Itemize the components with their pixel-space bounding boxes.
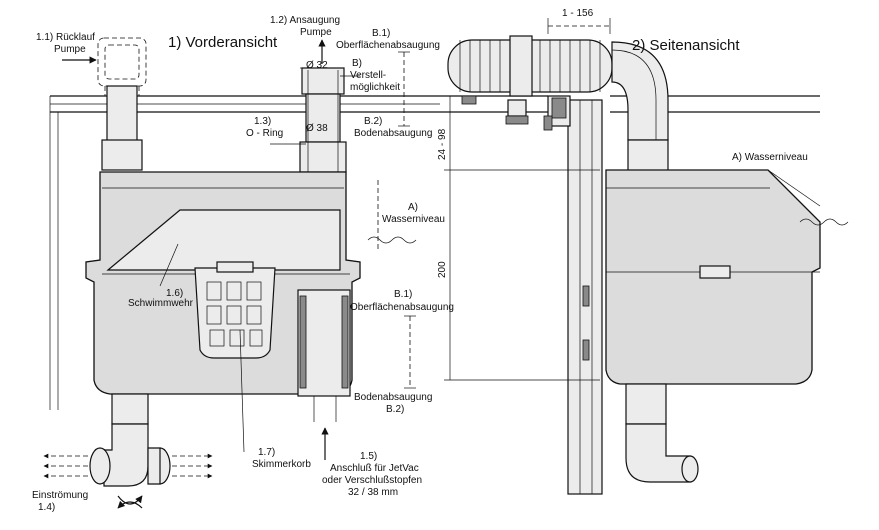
label-d32: Ø 32 xyxy=(306,60,328,71)
label-1-6-a: 1.6) xyxy=(166,288,183,299)
label-1-5-b: Anschluß für JetVac xyxy=(330,463,419,474)
inlet-elbow xyxy=(89,393,171,487)
water-level-side xyxy=(767,169,849,226)
dim-1-156: 1 - 156 xyxy=(562,8,594,19)
label-b2-a: B.2) xyxy=(364,116,382,127)
label-a-b: Wasserniveau xyxy=(382,214,445,225)
label-b-b: Verstell- xyxy=(350,70,386,81)
label-b1-c: B.1) xyxy=(394,289,412,300)
label-1-6-b: Schwimmwehr xyxy=(128,298,194,309)
label-1-3-a: 1.3) xyxy=(254,116,271,127)
label-1-2-a: 1.2) Ansaugung xyxy=(270,15,340,26)
label-1-3-b: O - Ring xyxy=(246,128,283,139)
labels: 1) Vorderansicht 2) Seitenansicht 1.1) R… xyxy=(32,8,808,513)
label-b-a: B) xyxy=(352,58,362,69)
label-b1-b: Oberflächenabsaugung xyxy=(336,40,440,51)
mount-bracket xyxy=(461,95,571,131)
label-b2-b: Bodenabsaugung xyxy=(354,128,432,139)
label-b2-c: Bodenabsaugung xyxy=(354,392,432,403)
leaders xyxy=(159,67,360,453)
dim-adjust xyxy=(398,51,416,389)
coiled-hose xyxy=(447,35,613,97)
label-a-a: A) xyxy=(408,202,418,213)
dim-200: 200 xyxy=(437,261,448,278)
side-view xyxy=(440,18,849,495)
view-side-title: 2) Seitenansicht xyxy=(632,37,740,54)
water-level-front xyxy=(367,180,417,250)
label-1-7-a: 1.7) xyxy=(258,447,275,458)
label-a-side: A) Wasserniveau xyxy=(732,152,808,163)
label-1-2-b: Pumpe xyxy=(300,27,332,38)
label-b1-a: B.1) xyxy=(372,28,390,39)
side-dims xyxy=(444,18,611,381)
label-b2-d: B.2) xyxy=(386,404,404,415)
label-1-5-d: 32 / 38 mm xyxy=(348,487,398,498)
return-pipe xyxy=(97,37,147,171)
label-1-4-a: Einströmung xyxy=(32,490,88,501)
side-elbow xyxy=(611,41,669,175)
label-b-c: möglichkeit xyxy=(350,82,400,93)
suction-pipe xyxy=(299,67,347,173)
side-bottom-elbow xyxy=(625,383,699,483)
front-view xyxy=(43,37,440,509)
bottom-suction xyxy=(297,289,351,460)
view-front-title: 1) Vorderansicht xyxy=(168,34,278,51)
label-b1-d: Oberflächenabsaugung xyxy=(350,302,454,313)
label-1-5-c: oder Verschlußstopfen xyxy=(322,475,422,486)
label-1-4-b: 1.4) xyxy=(38,502,55,513)
side-housing xyxy=(605,169,821,385)
label-1-7-b: Skimmerkorb xyxy=(252,459,311,470)
label-1-5-a: 1.5) xyxy=(360,451,377,462)
label-1-1-a: 1.1) Rücklauf xyxy=(36,32,95,43)
label-d38: Ø 38 xyxy=(306,123,328,134)
label-1-1-b: Pumpe xyxy=(54,44,86,55)
dim-24-98: 24 - 98 xyxy=(437,128,448,160)
flow-arrows xyxy=(43,39,326,509)
skimmer-basket xyxy=(194,261,276,359)
